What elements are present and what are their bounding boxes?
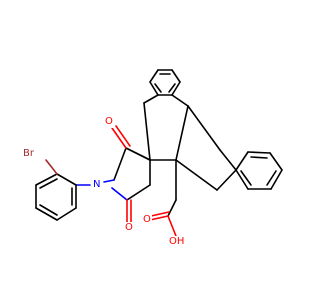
bond [56, 173, 77, 186]
bond [111, 127, 127, 149]
bond [171, 69, 181, 83]
atom-label-hydroxyl: OH [168, 236, 186, 248]
bond [175, 159, 218, 191]
bridge-core [125, 102, 221, 201]
molecule-diagram: Br N O O O OH [22, 69, 283, 248]
bond-inner [266, 170, 277, 186]
bond [149, 81, 159, 96]
atom-label-oxygen-acid: O [142, 214, 152, 226]
bond-inner [154, 83, 162, 93]
bond [269, 152, 283, 171]
bond [113, 147, 127, 181]
atom-label-oxygen-carbonyl-bottom: O [124, 222, 134, 234]
bond-inner [39, 204, 58, 216]
bond [149, 215, 169, 221]
bond [35, 173, 58, 186]
bond [125, 147, 151, 161]
imide-ring [103, 125, 151, 223]
bromophenyl-ring [35, 159, 91, 221]
bond-layer [35, 69, 283, 237]
bond [235, 151, 249, 171]
carboxylic-acid-group [149, 199, 177, 237]
bond [143, 102, 151, 161]
bond [149, 69, 159, 83]
bond-inner [168, 83, 176, 93]
bond [126, 184, 151, 201]
bond [35, 207, 58, 221]
bond [219, 149, 237, 171]
bond [150, 211, 170, 217]
bond [45, 159, 58, 175]
atom-label-nitrogen: N [92, 179, 102, 191]
bond-inner [240, 170, 252, 186]
atom-label-oxygen-carbonyl-top: O [104, 116, 114, 128]
atom-label-bromine: Br [22, 148, 35, 160]
bond [111, 187, 128, 201]
bond [115, 125, 131, 147]
bond-inner [250, 156, 268, 159]
benzene-ring-top [143, 69, 189, 107]
bond [235, 169, 249, 190]
bond [270, 169, 283, 190]
bond [171, 81, 181, 96]
bond [56, 207, 77, 221]
bond [175, 105, 189, 161]
bond [216, 169, 237, 191]
bond [187, 105, 221, 151]
bond [167, 199, 177, 217]
bond [171, 94, 189, 107]
bond-inner [39, 178, 58, 189]
bond [247, 151, 271, 154]
bond [143, 94, 159, 104]
bond [167, 215, 177, 237]
benzene-ring-right [216, 149, 283, 191]
bond [103, 179, 115, 183]
